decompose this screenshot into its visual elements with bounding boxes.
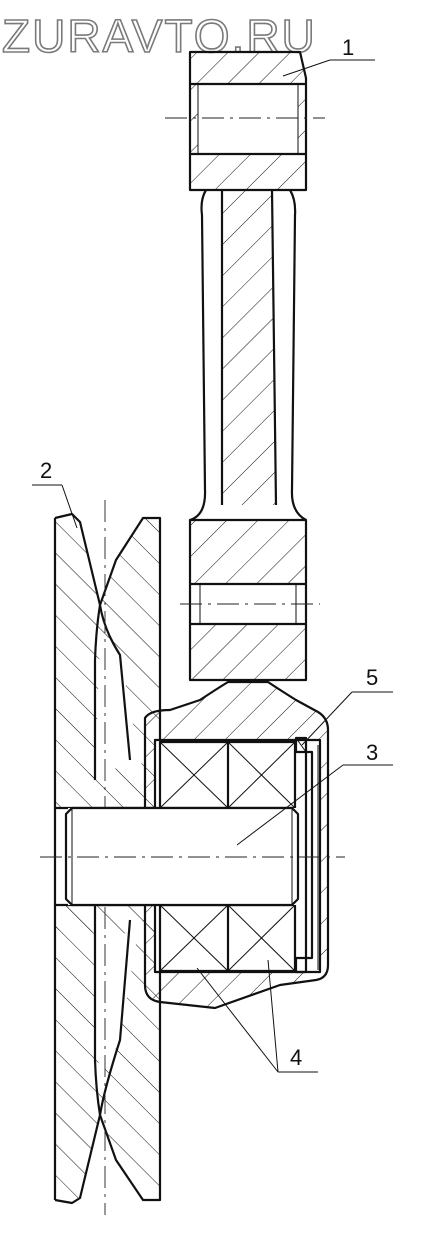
watermark-logo: ZURAVTO.RU [2, 10, 317, 62]
callout-label-3: 3 [366, 740, 378, 765]
callout-label-4: 4 [290, 1045, 302, 1070]
part-2-pulley [53, 500, 162, 1215]
part-5-retaining-ring [294, 736, 319, 974]
callout-label-2: 2 [40, 458, 52, 483]
callout-label-5: 5 [366, 665, 378, 690]
part-1-gear [165, 50, 325, 682]
callout-label-1: 1 [342, 35, 354, 60]
callout-leaders [32, 59, 393, 1073]
part-3-shaft [40, 806, 345, 907]
